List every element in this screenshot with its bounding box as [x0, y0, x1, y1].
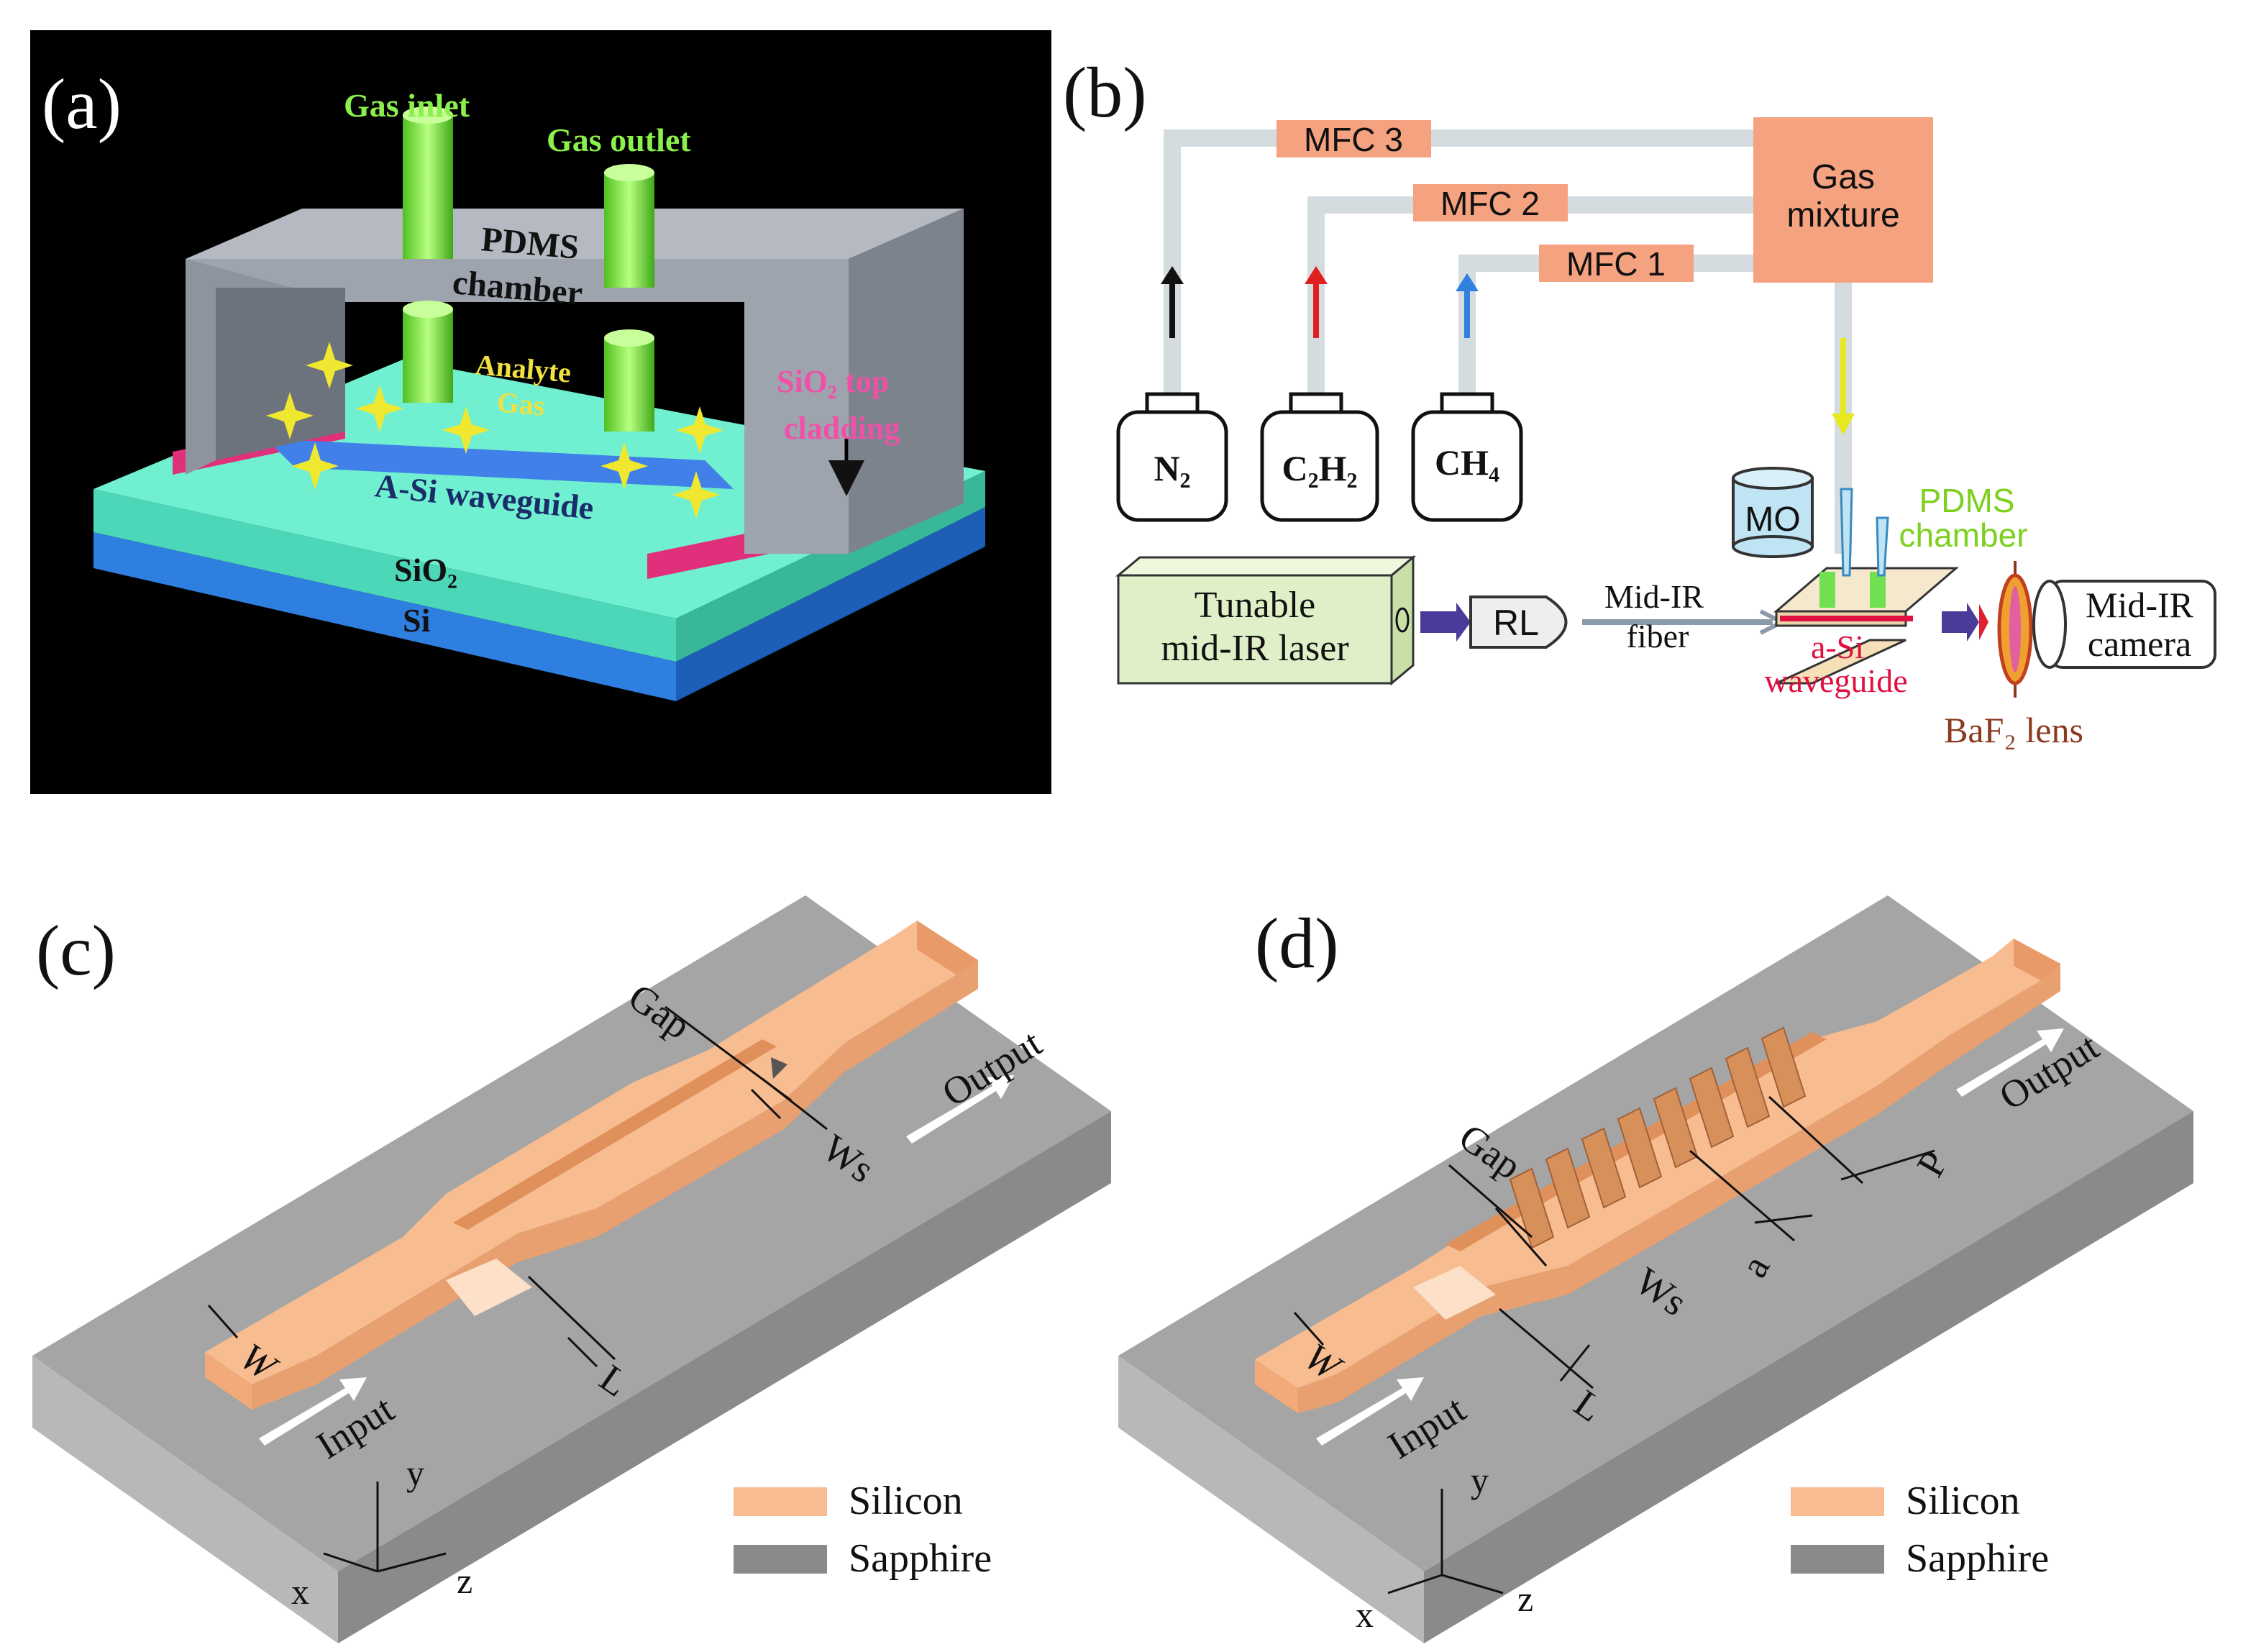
fiber-label-line1: Mid-IR [1604, 578, 1704, 615]
pdms-label-line2: chamber [1899, 516, 2028, 554]
gas-inlet-cylinder [403, 106, 453, 403]
waveguide-strip [266, 439, 734, 489]
gas-outlet-cylinder [604, 164, 654, 432]
ch4-label: CH₄ [1435, 442, 1499, 483]
laser-label-line2: mid-IR laser [1161, 628, 1348, 669]
rl-label: RL [1493, 603, 1539, 643]
laser-beam-arrow [1420, 603, 1471, 642]
axis-y-label-c: y [406, 1453, 424, 1493]
axis-z-label-c: z [457, 1561, 472, 1601]
sapphire-substrate-c [32, 895, 1111, 1643]
laser-box [1115, 555, 1417, 686]
pdms-chamber [186, 209, 964, 554]
legend-sapphire-swatch-c [734, 1545, 827, 1574]
legend-silicon-label-c: Silicon [849, 1479, 963, 1523]
si-label: Si [403, 602, 431, 639]
mfc3-label: MFC 3 [1304, 121, 1403, 158]
analyte-sparkles [266, 342, 723, 519]
c2h2-cylinder [1260, 392, 1379, 522]
legend-silicon-swatch-d [1791, 1487, 1884, 1516]
mo-objective [1732, 467, 1814, 558]
mfc1-label: MFC 1 [1566, 245, 1666, 283]
grating-teeth-d [1509, 1026, 1807, 1249]
axis-x-label-d: x [1356, 1594, 1374, 1635]
axis-y-label-d: y [1471, 1460, 1489, 1500]
rl-element [1469, 595, 1568, 649]
pdms-label-line1: PDMS [1919, 482, 2015, 519]
panel-a: (a) [30, 30, 1051, 794]
legend-sapphire-swatch-d [1791, 1545, 1884, 1574]
axis-z-label-d: z [1517, 1579, 1533, 1619]
silicon-waveguide-c [205, 921, 978, 1410]
asi-label-line1: a-Si [1811, 629, 1864, 665]
cladding-label-line1: SiO₂ top [777, 364, 889, 399]
legend-silicon-swatch-c [734, 1487, 827, 1516]
panel-b: (b) MFC 3 MFC 2 MFC 1 Gas mixture [1063, 53, 2216, 750]
output-beam-arrow [1942, 603, 1979, 642]
c2h2-flow-arrowhead [1305, 266, 1328, 284]
gas-mixture-box [1753, 117, 1933, 283]
baf2-lens [1997, 561, 2033, 698]
asi-label-line2: waveguide [1764, 662, 1907, 699]
sio2-label: SiO₂ [394, 552, 457, 588]
gap-marker-c [771, 1057, 787, 1079]
dimension-lines-c [207, 1005, 828, 1368]
output-arrow-c [906, 1075, 1014, 1144]
legend-sapphire-label-c: Sapphire [849, 1536, 992, 1581]
axes-c [323, 1482, 447, 1573]
dimension-lines-d [1293, 1095, 1935, 1389]
mfc3-box [1277, 120, 1431, 158]
cladding-label-line2: cladding [784, 411, 900, 446]
fiber-label-line2: fiber [1627, 618, 1689, 654]
output-arrow-d [1956, 1028, 2064, 1097]
panel-d: (d) [1118, 895, 2193, 1643]
legend-sapphire-label-d: Sapphire [1906, 1536, 2049, 1581]
ch4-flow-arrowhead [1456, 273, 1479, 291]
input-arrow-d [1316, 1377, 1424, 1446]
camera-label-line2: camera [2088, 624, 2191, 664]
mfc1-box [1539, 245, 1694, 282]
c2h2-label: C₂H₂ [1282, 448, 1358, 488]
n2-flow-arrowhead [1161, 266, 1184, 284]
gas-mixture-label-line1: Gas [1812, 158, 1875, 196]
gas-inlet-label: Gas inlet [344, 87, 470, 124]
panel-c: (c) Gap Ws W L Input Outpu [32, 895, 1111, 1643]
panel-d-letter: (d) [1255, 903, 1339, 983]
axes-d [1387, 1489, 1504, 1594]
n2-label: N₂ [1154, 448, 1190, 488]
n2-cylinder [1116, 392, 1228, 522]
input-arrow-c [259, 1377, 367, 1446]
mo-label: MO [1745, 501, 1800, 539]
lens-label: BaF₂ lens [1944, 710, 2083, 750]
si-substrate [93, 507, 985, 701]
output-beam-tip [1979, 604, 1988, 640]
analyte-label-line2: Gas [496, 385, 546, 422]
mfc2-box [1413, 184, 1568, 222]
mfc2-label: MFC 2 [1440, 185, 1540, 222]
gas-mixture-label-line2: mixture [1786, 196, 1899, 234]
chamber-label-line1: PDMS [480, 220, 580, 267]
mixture-flow-arrowhead [1832, 414, 1855, 435]
laser-label-line1: Tunable [1195, 585, 1316, 626]
camera-box [2032, 580, 2216, 669]
panel-a-letter: (a) [42, 64, 122, 144]
legend-silicon-label-d: Silicon [1906, 1479, 2020, 1523]
ch4-cylinder [1411, 392, 1523, 522]
waveguide-stage [1773, 488, 1960, 685]
panel-c-letter: (c) [36, 911, 116, 990]
panel-b-letter: (b) [1063, 53, 1147, 132]
gas-outlet-label: Gas outlet [547, 122, 691, 158]
axis-x-label-c: x [291, 1571, 309, 1612]
camera-label-line1: Mid-IR [2086, 585, 2194, 625]
